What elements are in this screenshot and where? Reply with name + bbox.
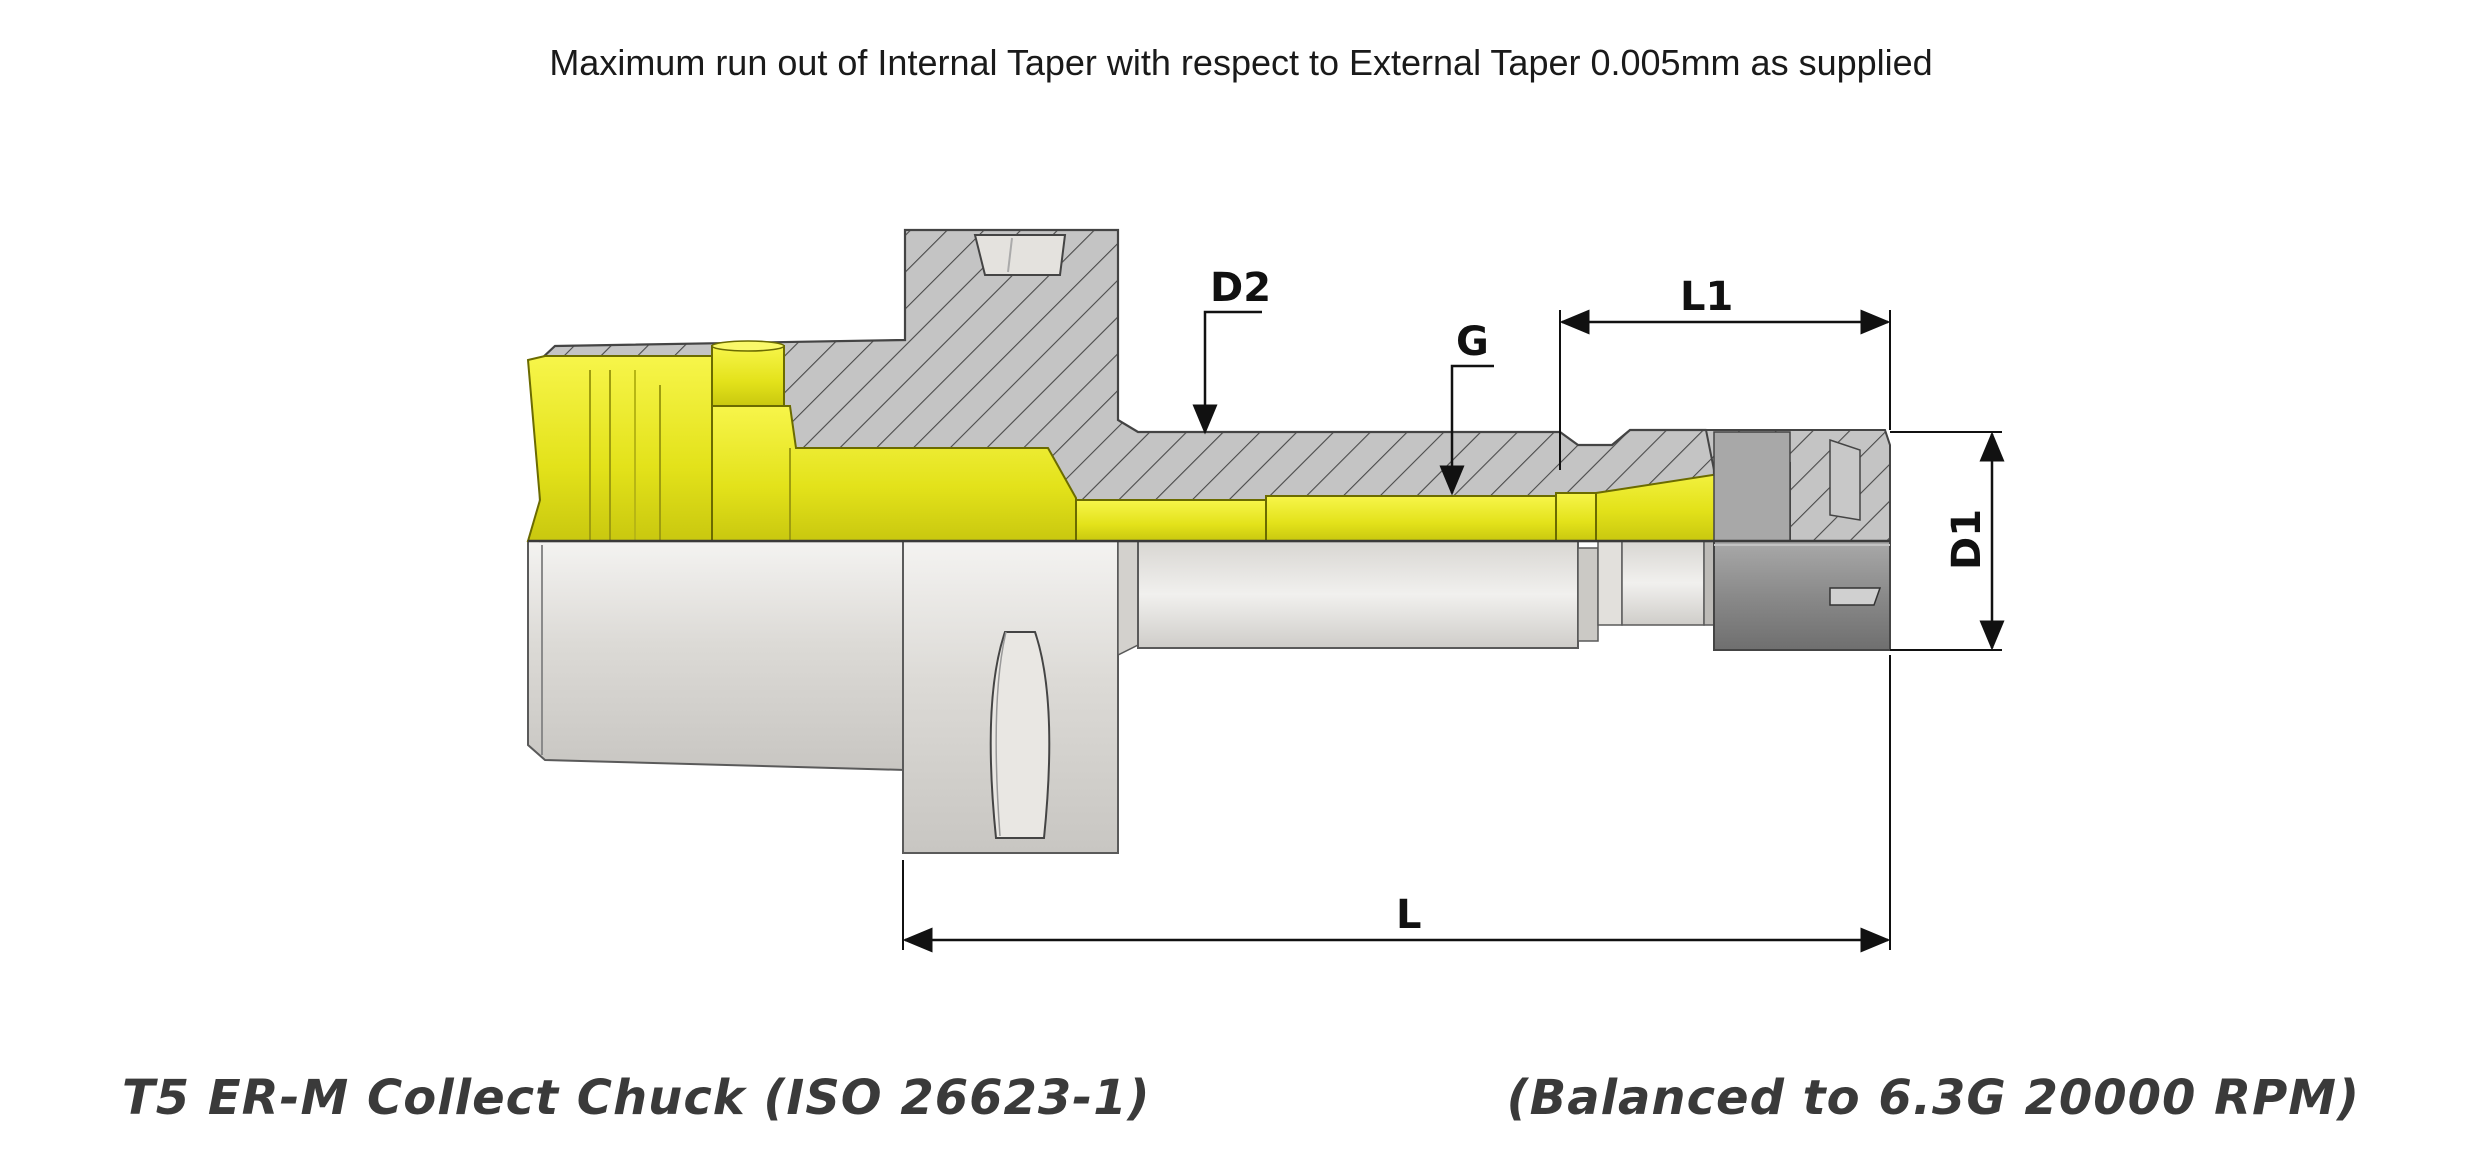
header-note: Maximum run out of Internal Taper with r… — [549, 42, 1933, 83]
dimension-label-g: G — [1456, 319, 1489, 365]
dimension-d2: D2 — [1192, 265, 1271, 435]
chuck-exterior-lower — [527, 540, 1891, 854]
dimension-label-l1: L1 — [1680, 274, 1733, 320]
dimension-label-l: L — [1396, 892, 1422, 938]
dimension-label-d2: D2 — [1210, 265, 1271, 311]
product-title: T5 ER-M Collect Chuck (ISO 26623-1) — [122, 1070, 1151, 1126]
chuck-section-upper — [526, 228, 1891, 543]
dimension-label-d1: D1 — [1944, 509, 1990, 570]
dimension-l1: L1 — [1559, 274, 1891, 470]
dimension-l: L — [902, 655, 1891, 953]
dimension-g: G — [1439, 319, 1494, 496]
balance-spec: (Balanced to 6.3G 20000 RPM) — [1506, 1070, 2360, 1126]
dimension-d1: D1 — [1890, 431, 2005, 651]
